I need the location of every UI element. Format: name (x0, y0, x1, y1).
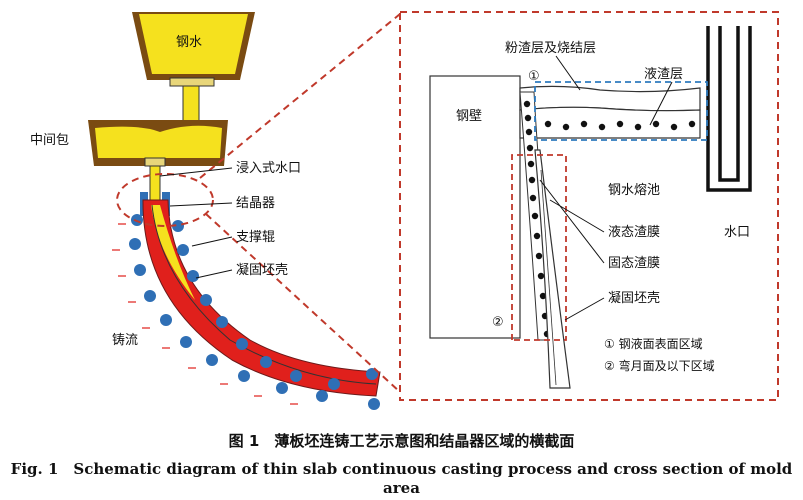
ladle: 钢水 (132, 12, 255, 137)
film-dot (539, 292, 547, 300)
sen-label: 浸入式水口 (236, 161, 301, 176)
strand-label: 铸流 (112, 332, 138, 348)
shell-label-right: 凝固坯壳 (608, 290, 660, 306)
film-dot (535, 252, 543, 260)
film-dot (529, 194, 537, 202)
legend-region-2: ② 弯月面及以下区域 (604, 358, 715, 373)
zoom-frame (399, 11, 779, 401)
strand (142, 199, 381, 397)
slag-dot (562, 123, 570, 131)
liquid-slag-dots (544, 120, 696, 131)
film-dot (531, 212, 539, 220)
shell-label-left: 凝固坯壳 (236, 262, 288, 278)
support-roll (180, 336, 192, 348)
film-dot (524, 114, 532, 122)
support-roll (328, 378, 340, 390)
support-roll (200, 294, 212, 306)
support-roll (177, 244, 189, 256)
film-dot (526, 144, 534, 152)
support-roll (187, 270, 199, 282)
slag-dot (652, 120, 660, 128)
support-roll (238, 370, 250, 382)
support-roll (260, 356, 272, 368)
marker-2: ② (492, 315, 504, 330)
support-roll (134, 264, 146, 276)
support-roll (368, 398, 380, 410)
marker-1: ① (528, 69, 540, 84)
film-dot (523, 100, 531, 108)
film-dot (528, 176, 536, 184)
liquid-slag-label: 液渣层 (644, 67, 683, 82)
steel-wall (429, 75, 521, 339)
submerged-nozzle (149, 165, 161, 201)
film-dot (525, 128, 533, 136)
powder-label: 粉渣层及烧结层 (505, 41, 596, 56)
support-roll (316, 390, 328, 402)
zoom-line-bottom (205, 213, 401, 393)
ladle-label: 钢水 (176, 35, 202, 50)
support-roll (366, 368, 378, 380)
mold-label: 结晶器 (236, 196, 275, 211)
support-rolls (112, 214, 380, 410)
support-roll (172, 220, 184, 232)
support-roll (144, 290, 156, 302)
support-roll (206, 354, 218, 366)
nozzle-wall (706, 26, 752, 192)
slag-dot (598, 123, 606, 131)
slag-dot (688, 120, 696, 128)
support-roll (276, 382, 288, 394)
caption-chinese: 图 1 薄板坯连铸工艺示意图和结晶器区域的横截面 (228, 432, 575, 450)
caption-english: Fig. 1 Schematic diagram of thin slab co… (10, 460, 793, 497)
powder-layer (519, 85, 701, 112)
liquid-film-label: 液态渣膜 (608, 225, 660, 240)
film-dot (537, 272, 545, 280)
rolls-label: 支撑辊 (236, 230, 275, 245)
support-roll (131, 214, 143, 226)
nozzle-label: 水口 (724, 225, 750, 240)
region-1-box (534, 81, 708, 141)
slag-dot (580, 120, 588, 128)
mold-highlight-ellipse (116, 173, 214, 227)
solid-film-label: 固态渣膜 (608, 256, 660, 271)
nozzle-inner (718, 26, 740, 182)
support-roll (129, 238, 141, 250)
support-roll (236, 338, 248, 350)
slag-dot (634, 123, 642, 131)
slag-dot (670, 123, 678, 131)
wall-label: 钢壁 (456, 109, 482, 124)
legend-region-1: ① 钢液面表面区域 (604, 336, 703, 351)
slag-dot (544, 120, 552, 128)
support-roll (160, 314, 172, 326)
tundish-label: 中间包 (30, 133, 69, 148)
tundish: 中间包 (30, 120, 228, 167)
support-roll (290, 370, 302, 382)
film-dot (533, 232, 541, 240)
film-dot (527, 160, 535, 168)
pool-label: 钢水熔池 (608, 183, 660, 198)
support-roll (216, 316, 228, 328)
region-2-box (511, 154, 567, 341)
slag-dot (616, 120, 624, 128)
